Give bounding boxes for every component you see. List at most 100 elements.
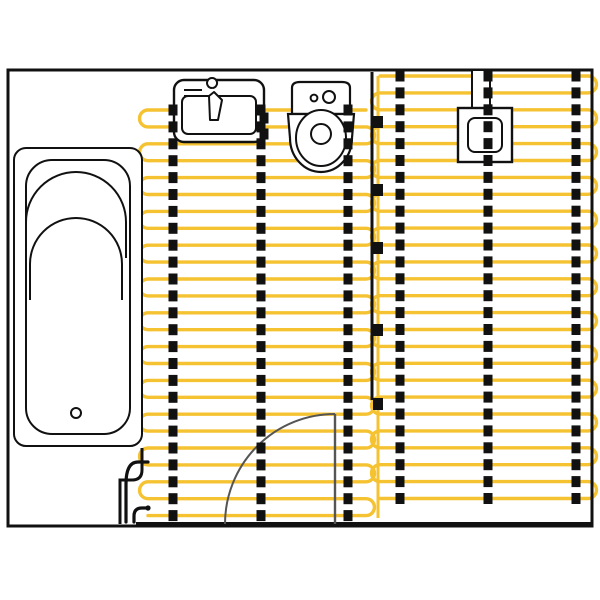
mat-strip-dash — [395, 290, 405, 302]
mat-strip-dash — [483, 121, 493, 133]
wall-layer — [6, 68, 594, 528]
mat-strip-dash — [343, 374, 353, 386]
mat-strip-dash — [571, 307, 581, 319]
toilet-flush-button-large — [322, 90, 336, 104]
mat-strip-dash — [395, 425, 405, 437]
cold-lead-left — [124, 460, 150, 524]
mat-strip-dash — [343, 510, 353, 522]
mat-strip-dash — [343, 290, 353, 302]
cold-lead-layer — [124, 76, 380, 524]
mat-strip — [343, 104, 353, 522]
toilet-cistern — [290, 80, 352, 116]
mat-strip-dash — [483, 171, 493, 183]
mat-strip-dash — [483, 476, 493, 488]
mat-strip-dash — [168, 307, 178, 319]
mat-strip-dash — [168, 104, 178, 116]
mat-strip-dash — [256, 442, 266, 454]
mat-strip-dash — [256, 374, 266, 386]
mat-strip-dash — [571, 121, 581, 133]
mat-strip-dash — [343, 324, 353, 336]
mat-strip-dash — [395, 408, 405, 420]
mat-strip-dash — [571, 87, 581, 99]
mat-strip-dash — [343, 121, 353, 133]
washbasin-faucet — [206, 77, 223, 121]
mat-strip-dash — [571, 239, 581, 251]
mat-strip-dash — [571, 408, 581, 420]
room-boundary-outline — [6, 68, 594, 528]
mat-strip-dash — [395, 205, 405, 217]
shower-drain-grate — [467, 117, 503, 153]
mat-strip-dash — [168, 442, 178, 454]
mat-strip-dash — [256, 205, 266, 217]
mat-strip-dash — [395, 273, 405, 285]
mat-strip-dash — [395, 357, 405, 369]
mat-strip-dash — [256, 510, 266, 522]
mat-strip-dash — [571, 70, 581, 82]
cable-connector-mark — [373, 116, 383, 128]
mat-strip-dash — [168, 374, 178, 386]
mat-strip-dash — [571, 273, 581, 285]
mat-strip-dash — [483, 459, 493, 471]
toilet-flush-button-small — [309, 93, 319, 103]
cold-lead-terminal — [145, 505, 151, 511]
mat-strip-dash — [395, 239, 405, 251]
mat-strip-dash — [395, 188, 405, 200]
mat-strip-dash — [483, 104, 493, 116]
cable-connector-mark — [373, 398, 383, 410]
mat-strip-dash — [395, 155, 405, 166]
cold-lead-left-secondary — [132, 506, 150, 524]
mat-strip-dash — [256, 189, 266, 200]
mat-strip-dash — [571, 442, 581, 454]
mat-strip-dash — [571, 256, 581, 268]
mat-strip-dash — [168, 459, 178, 471]
mat-strip-dash — [395, 171, 405, 183]
mat-strip-dash — [483, 222, 493, 234]
mat-strip — [395, 70, 405, 504]
mat-strip-dash — [343, 408, 353, 420]
mat-strip-dash — [571, 171, 581, 183]
alcove-wall — [118, 448, 144, 524]
heating-cable-run-zone-right — [369, 74, 599, 501]
bathtub-headrest-arc-1 — [25, 171, 127, 258]
cable-connector-mark — [373, 324, 383, 336]
mat-strip-dash — [571, 104, 581, 116]
mat-strip-dash — [483, 307, 493, 319]
mat-strip-dash — [343, 459, 353, 471]
mat-strip — [571, 70, 581, 504]
mat-strip-dash — [256, 307, 266, 319]
cable-connector-mark — [373, 242, 383, 254]
mat-strip-dash — [256, 172, 266, 184]
mat-strip-dash — [343, 442, 353, 454]
mat-strip-dash — [168, 408, 178, 420]
mat-strip-dash — [168, 256, 178, 268]
washbasin — [172, 77, 266, 144]
mat-strip-dash — [395, 121, 405, 133]
mat-strip-dash — [256, 138, 266, 150]
fixture-layer — [13, 69, 514, 447]
cable-connector-mark — [373, 184, 383, 196]
mat-strip — [483, 70, 493, 504]
mat-strip-dash — [343, 476, 353, 488]
mat-strip-dash — [343, 307, 353, 319]
mat-strip-dash — [483, 70, 493, 82]
mat-strip-dash — [571, 290, 581, 302]
mat-strip — [256, 104, 266, 522]
toilet — [286, 80, 356, 174]
mat-strip-dash — [395, 442, 405, 454]
mat-strip-dash — [256, 493, 266, 505]
mat-strip-dash — [483, 273, 493, 285]
mat-strip-dash — [571, 493, 581, 504]
mat-strip-dash — [259, 128, 269, 140]
mat-strip-dash — [571, 324, 581, 335]
mat-strip-dash — [168, 358, 178, 369]
mat-strip-dash — [256, 341, 266, 353]
mat-strip-dash — [343, 138, 353, 150]
mat-strip-dash — [259, 112, 269, 124]
mat-strip-layer — [168, 70, 581, 522]
mat-strip-dash — [168, 510, 178, 522]
toilet-bowl-drain — [310, 123, 332, 145]
mat-strip-dash — [483, 493, 493, 504]
mat-strip-dash — [256, 155, 266, 167]
mat-strip-dash — [395, 87, 405, 99]
